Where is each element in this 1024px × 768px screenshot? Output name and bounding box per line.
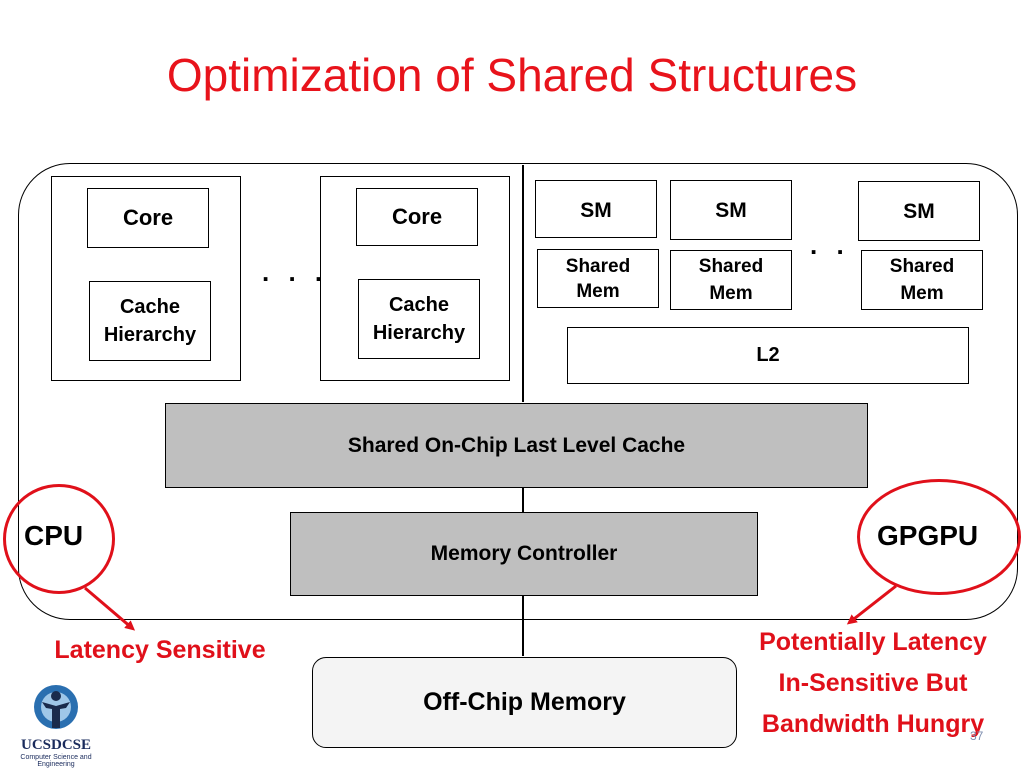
logo-subtext: Computer Science and Engineering xyxy=(20,754,92,768)
llc-mc-connector xyxy=(522,488,524,512)
l2-cache-box: L2 xyxy=(567,327,969,384)
gpgpu-arrow xyxy=(846,584,897,625)
cpu-gpu-divider xyxy=(522,165,524,402)
memory-controller-box: Memory Controller xyxy=(290,512,758,596)
gpgpu-highlight-ellipse xyxy=(857,479,1021,595)
page-number: 37 xyxy=(970,729,984,743)
sm-box-3: SM xyxy=(858,181,980,241)
chip-boundary xyxy=(18,163,1018,620)
slide-title: Optimization of Shared Structures xyxy=(166,49,858,101)
mc-offchip-connector xyxy=(522,596,524,656)
cpu-highlight-ellipse xyxy=(3,484,115,594)
ucsd-cse-logo: UCSDCSE Computer Science and Engineering xyxy=(6,680,116,768)
cpu-label: CPU xyxy=(24,520,84,551)
cpu-note: Latency Sensitive xyxy=(54,636,266,664)
logo-figure-icon xyxy=(34,685,78,729)
core-box-1: Core xyxy=(87,188,209,248)
cpu-core-group-2 xyxy=(320,176,510,381)
core-box-2: Core xyxy=(356,188,478,246)
off-chip-memory-box: Off-Chip Memory xyxy=(312,657,737,748)
logo-text: UCSDCSE xyxy=(20,737,92,753)
gpgpu-label: GPGPU xyxy=(877,520,979,551)
sm-box-1: SM xyxy=(535,180,657,238)
shared-llc-box: Shared On-Chip Last Level Cache xyxy=(165,403,868,488)
cpu-core-group-1 xyxy=(51,176,241,381)
gpgpu-note: Potentially Latency In-Sensitive But Ban… xyxy=(759,628,987,738)
cpu-ellipsis: . . . xyxy=(262,257,329,287)
cpu-arrow xyxy=(84,586,136,631)
sm-box-2: SM xyxy=(670,180,792,240)
